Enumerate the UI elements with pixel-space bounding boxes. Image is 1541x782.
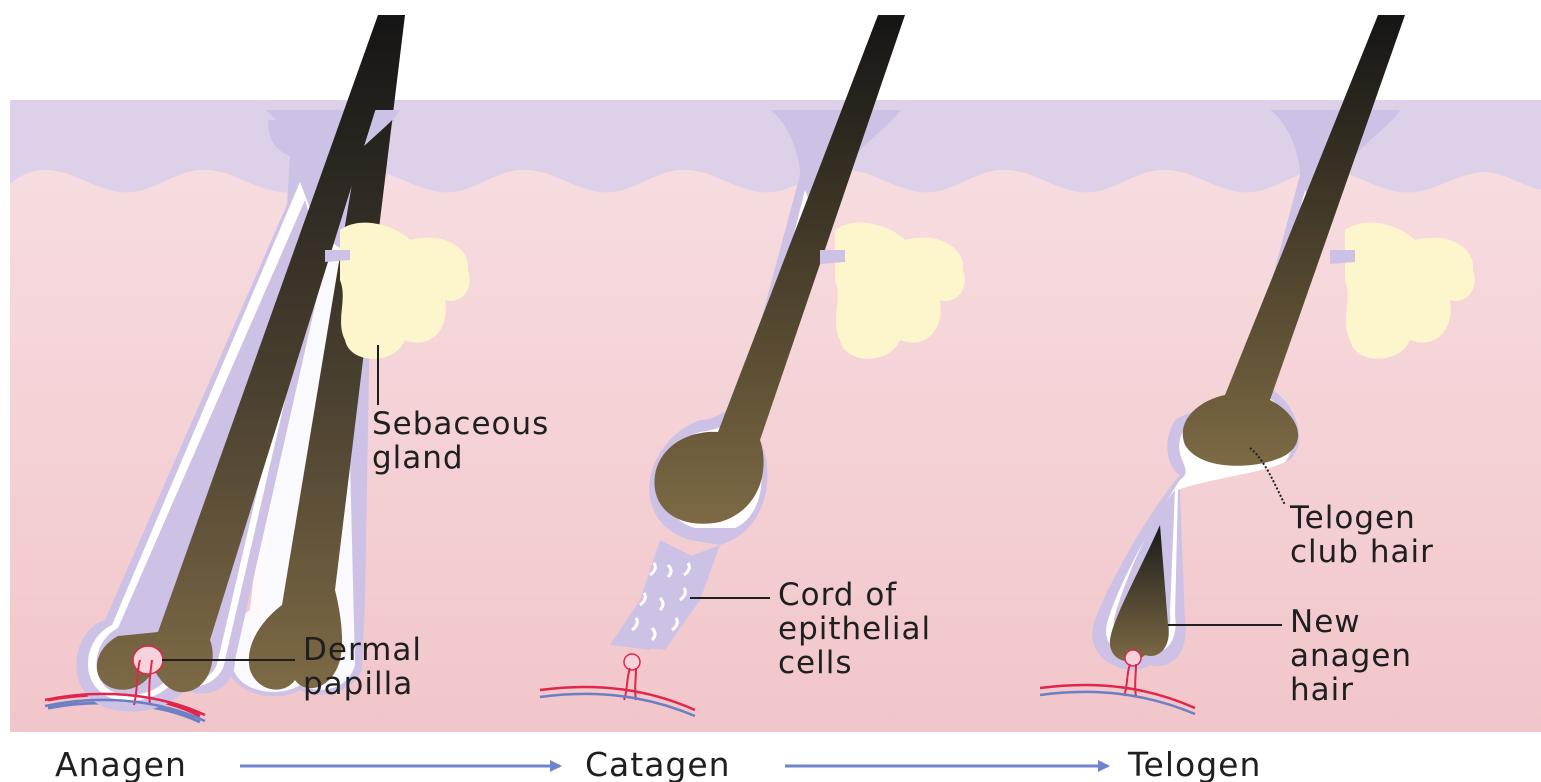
phase-catagen-label: Catagen bbox=[585, 745, 731, 782]
phase-anagen-label: Anagen bbox=[55, 745, 187, 782]
phase-telogen-label: Telogen bbox=[1127, 745, 1261, 782]
telogen-club-hair-label: Telogen club hair bbox=[1289, 500, 1434, 570]
